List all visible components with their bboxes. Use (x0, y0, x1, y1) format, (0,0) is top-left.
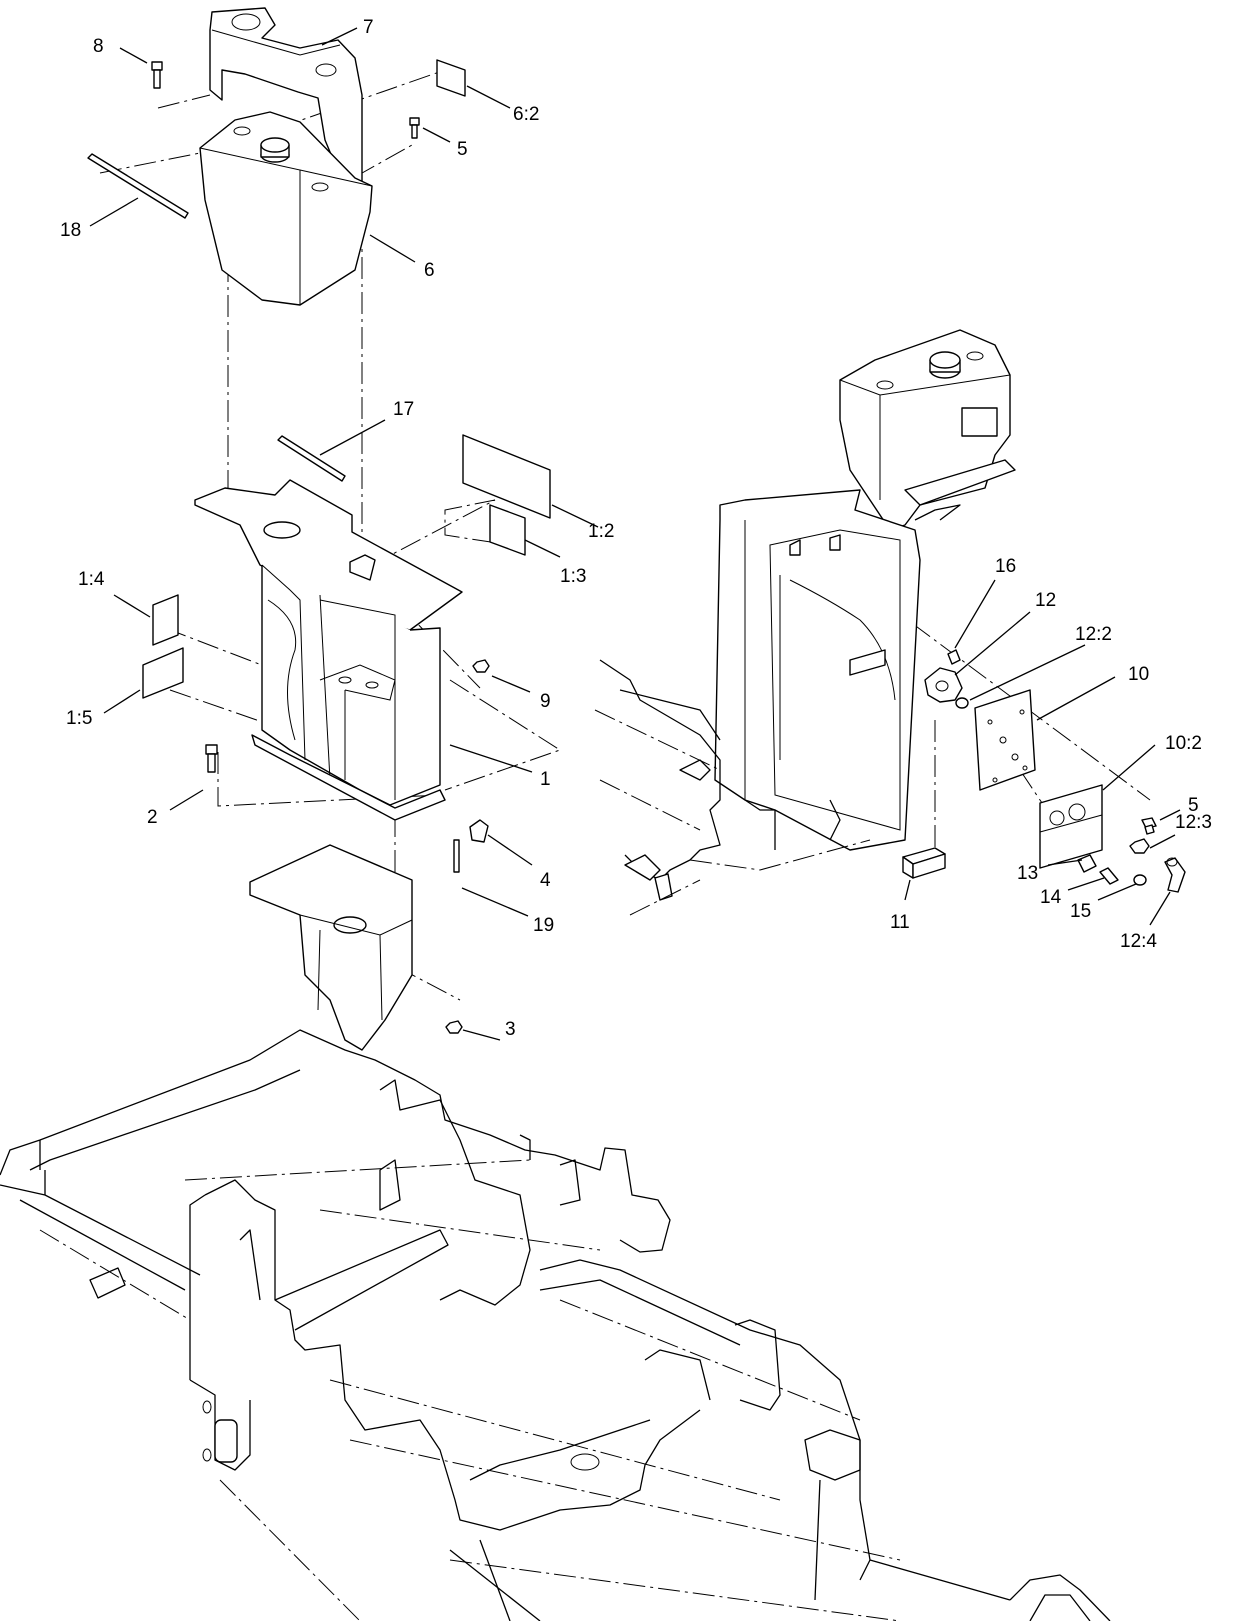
callout-11: 11 (890, 912, 910, 933)
part-11-spacer-block (902, 847, 946, 879)
part-4-clip (469, 819, 489, 843)
part-1-3-decal (489, 504, 526, 556)
callout-12: 12 (1035, 590, 1056, 611)
part-2-bolt (205, 744, 218, 773)
callout-10-2: 10:2 (1165, 733, 1202, 754)
callout-10: 10 (1128, 664, 1149, 685)
callout-5-right: 5 (1188, 795, 1199, 816)
callout-1-5: 1:5 (66, 708, 92, 729)
callout-15: 15 (1070, 901, 1091, 922)
part-5-bolt-right (1141, 817, 1157, 835)
part-12-3-nut (1129, 838, 1150, 854)
part-1-2-decal (462, 434, 551, 519)
part-3-nut (445, 1020, 463, 1034)
part-8-bolt (151, 61, 163, 89)
part-12-2-fitting (955, 697, 969, 709)
part-19-pin (453, 839, 460, 873)
callout-19: 19 (533, 915, 554, 936)
part-12-filter-head (924, 667, 963, 703)
callout-12-3: 12:3 (1175, 812, 1212, 833)
callout-12-2: 12:2 (1075, 624, 1112, 645)
callout-18: 18 (60, 220, 81, 241)
callout-labels: 7 8 6:2 5 18 6 17 1:2 1:3 1:4 1:5 9 1 2 … (60, 17, 1212, 1040)
callout-16: 16 (995, 556, 1016, 577)
mount-plate-and-column (249, 844, 413, 1051)
callout-13: 13 (1017, 863, 1038, 884)
callout-1-4: 1:4 (78, 569, 105, 590)
part-15-cap (1133, 874, 1147, 886)
assembled-tank-view (594, 329, 1016, 916)
callout-4: 4 (540, 870, 551, 891)
part-17-seal-strip (277, 435, 346, 482)
part-16-clip (947, 649, 961, 665)
callout-5-top: 5 (457, 139, 468, 160)
callout-6-2: 6:2 (513, 104, 539, 125)
chassis-frame (0, 1029, 1111, 1621)
callout-14: 14 (1040, 887, 1062, 908)
part-1-tank-enclosure (194, 479, 463, 821)
callout-7: 7 (363, 17, 374, 38)
callout-9: 9 (540, 691, 551, 712)
part-6-2-decal (436, 59, 466, 97)
part-5-bolt-top (409, 117, 420, 139)
callout-3: 3 (505, 1019, 516, 1040)
part-1-4-decal (152, 594, 179, 646)
callout-1: 1 (540, 769, 551, 790)
part-14-valve (1099, 867, 1119, 885)
callout-17: 17 (393, 399, 414, 420)
callout-8: 8 (93, 36, 104, 57)
callout-6: 6 (424, 260, 435, 281)
callout-12-4: 12:4 (1120, 931, 1157, 952)
part-12-4-elbow (1164, 857, 1186, 893)
callout-2: 2 (147, 807, 158, 828)
part-9-nut (472, 659, 490, 673)
leader-lines (89, 27, 1181, 1041)
part-18-seal-strip (87, 153, 189, 219)
part-1-5-decal (142, 647, 184, 699)
part-13-fitting (1077, 854, 1097, 873)
callout-1-2: 1:2 (588, 521, 614, 542)
part-10-2-decal (1039, 784, 1103, 869)
callout-1-3: 1:3 (560, 566, 586, 587)
part-10-mounting-plate (974, 689, 1036, 791)
part-6-hydraulic-tank (199, 111, 373, 306)
